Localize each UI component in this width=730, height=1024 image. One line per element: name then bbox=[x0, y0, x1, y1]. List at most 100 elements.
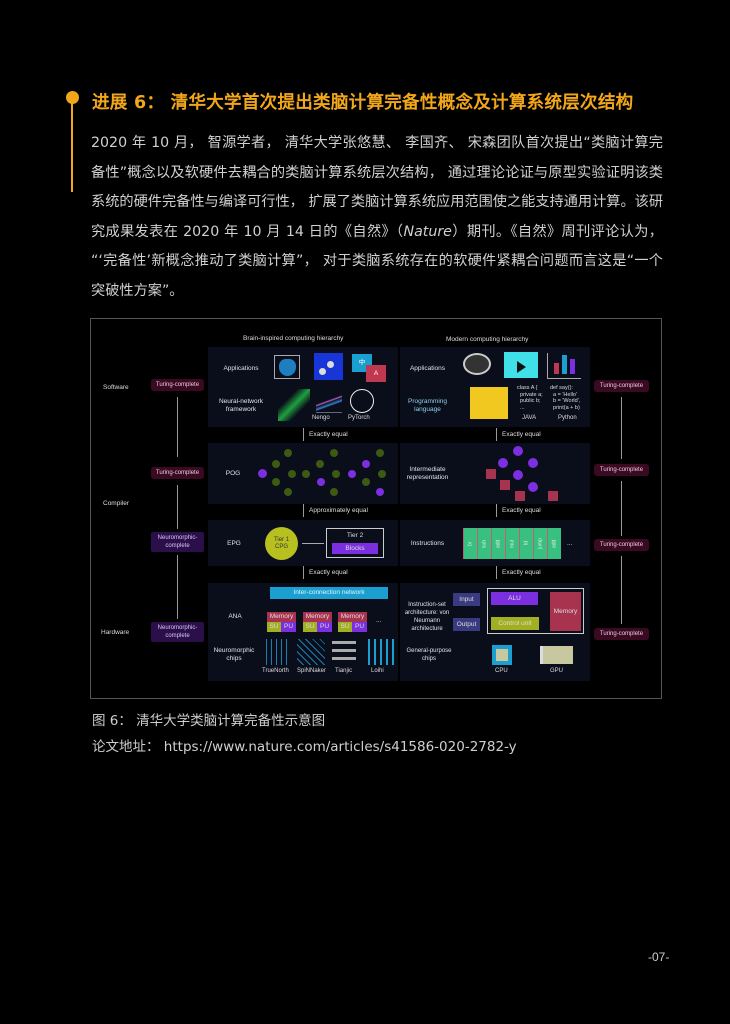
translation-target-icon: A bbox=[366, 365, 386, 382]
instruction-cell: add bbox=[491, 528, 505, 559]
nn-framework-label: Neural-network framework bbox=[218, 398, 264, 413]
right-badge-turing-4: Turing-complete bbox=[594, 628, 649, 640]
ir-label: Intermediate representation bbox=[406, 466, 449, 481]
face-recognition-icon bbox=[274, 355, 300, 379]
right-badge-turing-1: Turing-complete bbox=[594, 380, 649, 392]
ana-memory-1: Memory bbox=[267, 612, 296, 622]
memory-box: Memory bbox=[550, 592, 581, 631]
ana-su-1: SU bbox=[267, 622, 281, 632]
cpu-icon bbox=[492, 645, 512, 665]
right-connector-2: Exactly equal bbox=[496, 504, 541, 517]
chip-label-truenorth: TrueNorth bbox=[262, 668, 289, 674]
prog-lang-label: Programming language bbox=[407, 398, 447, 413]
right-arrow-3 bbox=[621, 556, 622, 624]
instruction-cell: ld bbox=[519, 528, 533, 559]
interconnect-network: Inter-connection network bbox=[270, 587, 388, 599]
left-badge-neuromorphic-1: Neuromorphic-complete bbox=[151, 532, 204, 552]
left-epg-panel: EPG Tier 1 CPG Tier 2 Blocks bbox=[208, 520, 398, 566]
left-arrow-1 bbox=[177, 397, 178, 457]
right-connector-3: Exactly equal bbox=[496, 566, 541, 579]
ana-memory-3: Memory bbox=[338, 612, 367, 622]
left-hierarchy-title: Brain-inspired computing hierarchy bbox=[243, 335, 344, 342]
left-pog-panel: POG bbox=[208, 443, 398, 504]
left-hardware-panel: Inter-connection network ANA Memory SU P… bbox=[208, 583, 398, 681]
ana-ellipsis: ... bbox=[376, 617, 382, 624]
ana-label: ANA bbox=[228, 613, 242, 620]
ana-su-3: SU bbox=[338, 622, 352, 632]
input-box: Input bbox=[453, 593, 480, 606]
neuromorphic-chips-label: Neuromorphic chips bbox=[213, 647, 255, 662]
isa-label: Instruction-set architecture: von Neuman… bbox=[404, 602, 450, 632]
figure-caption: 图 6： 清华大学类脑计算完备性示意图 bbox=[92, 713, 326, 729]
level-compiler: Compiler bbox=[103, 500, 130, 507]
video-icon bbox=[504, 352, 538, 378]
paper-link-label: 论文地址： bbox=[92, 739, 160, 755]
instruction-cell: sub bbox=[477, 528, 491, 559]
level-software: Software bbox=[103, 384, 129, 391]
pog-label: POG bbox=[225, 470, 241, 477]
level-hardware: Hardware bbox=[101, 629, 130, 636]
java-label: JAVA bbox=[522, 415, 537, 421]
truenorth-chip-icon bbox=[262, 639, 290, 665]
right-arrow-2 bbox=[621, 481, 622, 536]
alu-box: ALU bbox=[491, 592, 538, 605]
ana-pu-3: PU bbox=[352, 622, 367, 632]
ana-pu-1: PU bbox=[281, 622, 296, 632]
right-arrow-1 bbox=[621, 397, 622, 459]
left-arrow-3 bbox=[177, 555, 178, 619]
output-box: Output bbox=[453, 618, 480, 631]
left-connector-1: Exactly equal bbox=[303, 428, 348, 441]
tier1-cpg-node: Tier 1 CPG bbox=[265, 527, 298, 560]
paragraph-nature-italic: Nature bbox=[403, 223, 452, 240]
go-board-icon bbox=[314, 353, 343, 380]
left-badge-neuromorphic-2: Neuromorphic-complete bbox=[151, 622, 204, 642]
bar-chart-icon bbox=[547, 353, 581, 379]
right-hardware-panel: Instruction-set architecture: von Neuman… bbox=[400, 583, 590, 681]
right-ir-panel: Intermediate representation bbox=[400, 443, 590, 504]
instruction-cell: add bbox=[547, 528, 561, 559]
instruction-cell: br bbox=[463, 528, 477, 559]
figure-computing-hierarchy: Brain-inspired computing hierarchy Moder… bbox=[90, 318, 662, 699]
chip-label-loihi: Loihi bbox=[371, 668, 384, 674]
epg-label: EPG bbox=[227, 540, 241, 547]
ana-su-2: SU bbox=[303, 622, 317, 632]
left-connector-2: Approximately equal bbox=[303, 504, 368, 517]
loihi-chip-icon bbox=[364, 639, 394, 665]
paragraph-text-2: ）期刊。《自然》周刊评论认为， “‘完备性’新概念推动了类脑计算”， 对于类脑系… bbox=[91, 223, 663, 299]
instr-ellipsis: ... bbox=[567, 540, 573, 547]
instruction-cell: mul bbox=[505, 528, 519, 559]
page-number: -07- bbox=[648, 950, 670, 964]
left-applications-label: Applications bbox=[223, 365, 259, 372]
gpu-icon bbox=[540, 646, 573, 664]
nengo-plot-icon bbox=[316, 393, 342, 413]
spinnaker-chip-icon bbox=[297, 639, 325, 665]
right-hierarchy-title: Modern computing hierarchy bbox=[446, 336, 529, 343]
left-connector-3: Exactly equal bbox=[303, 566, 348, 579]
left-badge-turing-2: Turing-complete bbox=[151, 467, 204, 479]
code-editor-icon bbox=[470, 387, 508, 419]
left-software-panel: Applications 中 A Neural-network framewor… bbox=[208, 347, 398, 427]
pytorch-label: PyTorch bbox=[348, 415, 370, 421]
heading-bullet-icon bbox=[66, 91, 79, 104]
paragraph-text-1: 2020 年 10 月， 智源学者， 清华大学张悠慧、 李国齐、 宋森团队首次提… bbox=[91, 135, 664, 240]
left-arrow-2 bbox=[177, 485, 178, 529]
body-paragraph: 2020 年 10 月， 智源学者， 清华大学张悠慧、 李国齐、 宋森团队首次提… bbox=[91, 129, 663, 307]
tier2-box: Tier 2 Blocks bbox=[326, 528, 384, 558]
pytorch-graph-icon bbox=[350, 389, 374, 413]
gp-chips-label: General-purpose chips bbox=[406, 648, 452, 662]
tier2-label: Tier 2 bbox=[346, 532, 364, 539]
blocks-label: Blocks bbox=[332, 543, 378, 554]
tier-arrow bbox=[302, 543, 324, 544]
section-heading: 进展 6： 清华大学首次提出类脑计算完备性概念及计算系统层次结构 bbox=[92, 93, 634, 113]
control-unit-box: Control unit bbox=[491, 617, 539, 630]
snn-network-icon bbox=[278, 389, 310, 421]
java-code: class A { private a; public b; ... bbox=[517, 385, 543, 411]
cpu-label: CPU bbox=[495, 668, 508, 674]
right-badge-turing-3: Turing-complete bbox=[594, 539, 649, 551]
right-connector-1: Exactly equal bbox=[496, 428, 541, 441]
paper-link-url[interactable]: https://www.nature.com/articles/s41586-0… bbox=[163, 739, 517, 755]
gpu-label: GPU bbox=[550, 668, 564, 674]
left-badge-turing-1: Turing-complete bbox=[151, 379, 204, 391]
